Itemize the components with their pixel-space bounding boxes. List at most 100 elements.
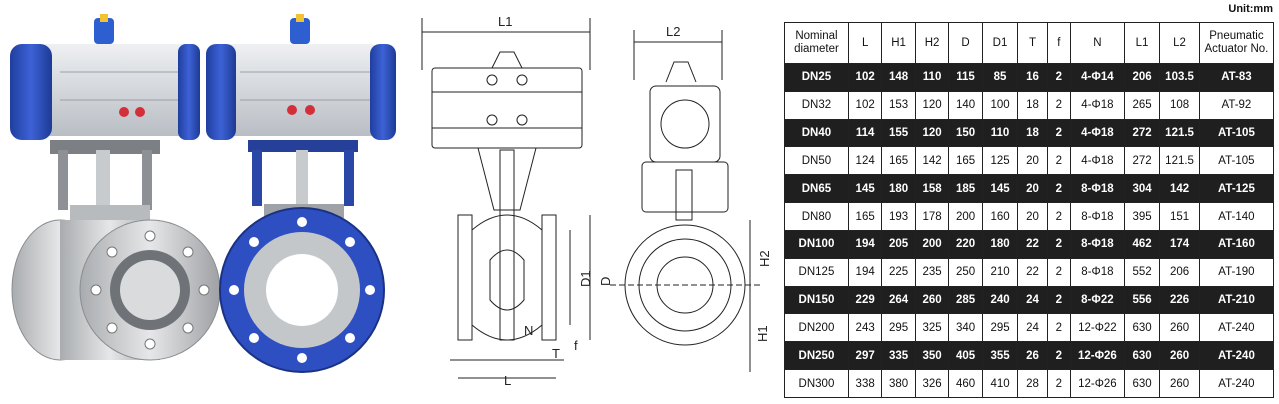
table-cell: 229 (847, 285, 883, 315)
table-cell: 85 (981, 63, 1019, 92)
dim-label-n: N (524, 323, 533, 338)
table-cell: 8-Φ22 (1070, 285, 1125, 315)
table-cell: 380 (881, 369, 916, 398)
table-cell: 115 (948, 63, 983, 92)
table-cell: 2 (1046, 146, 1072, 176)
dim-label-h1: H1 (755, 325, 770, 342)
table-cell: 335 (881, 341, 916, 371)
table-cell: 16 (1017, 63, 1048, 92)
dimension-drawing: L1 L D1 D N T f L2 (421, 14, 772, 388)
table-cell: 4-Φ18 (1070, 146, 1125, 176)
table-cell: 2 (1046, 174, 1072, 204)
unit-label: Unit:mm (1228, 3, 1273, 15)
table-cell: AT-210 (1198, 285, 1275, 315)
table-cell: 18 (1017, 90, 1048, 120)
table-cell: DN150 (784, 285, 849, 315)
table-cell: 2 (1046, 202, 1072, 231)
table-cell: DN25 (784, 63, 849, 92)
column-header: H1 (881, 22, 916, 64)
table-cell: 325 (914, 313, 950, 343)
table-cell: 142 (914, 146, 950, 176)
dim-label-f: f (574, 338, 578, 353)
table-cell: 12-Φ22 (1070, 313, 1125, 343)
table-cell: 103.5 (1159, 63, 1200, 92)
table-cell: 8-Φ18 (1070, 257, 1125, 287)
table-cell: 462 (1123, 229, 1161, 259)
table-cell: 22 (1017, 257, 1048, 287)
table-cell: 2 (1046, 118, 1072, 148)
table-cell: 225 (881, 257, 916, 287)
table-cell: 355 (981, 341, 1019, 371)
product-photo (10, 14, 396, 373)
table-cell: 405 (948, 341, 983, 371)
table-cell: 206 (1123, 63, 1161, 92)
table-cell: 120 (914, 90, 950, 120)
table-cell: 26 (1017, 341, 1048, 371)
table-cell: 194 (847, 257, 883, 287)
table-cell: 20 (1017, 146, 1048, 176)
table-cell: DN250 (784, 341, 849, 371)
table-cell: 295 (981, 313, 1019, 343)
table-cell: 140 (948, 90, 983, 120)
table-cell: 265 (1123, 90, 1161, 120)
table-cell: 297 (847, 341, 883, 371)
table-cell: 150 (948, 118, 983, 148)
table-cell: 8-Φ18 (1070, 202, 1125, 231)
column-header: N (1070, 22, 1125, 64)
table-cell: 630 (1123, 341, 1161, 371)
table-cell: 552 (1123, 257, 1161, 287)
table-cell: 304 (1123, 174, 1161, 204)
table-cell: 151 (1159, 202, 1200, 231)
table-cell: 200 (914, 229, 950, 259)
table-cell: 178 (914, 202, 950, 231)
table-cell: 220 (948, 229, 983, 259)
table-cell: 165 (881, 146, 916, 176)
table-cell: 260 (1159, 313, 1200, 343)
table-cell: 264 (881, 285, 916, 315)
table-cell: 260 (1159, 341, 1200, 371)
table-cell: 260 (914, 285, 950, 315)
table-cell: DN80 (784, 202, 849, 231)
table-cell: 206 (1159, 257, 1200, 287)
table-cell: 2 (1046, 90, 1072, 120)
table-cell: 226 (1159, 285, 1200, 315)
column-header: L (847, 22, 883, 64)
table-cell: 24 (1017, 313, 1048, 343)
table-cell: DN50 (784, 146, 849, 176)
table-cell: 121.5 (1159, 146, 1200, 176)
table-cell: 124 (847, 146, 883, 176)
table-cell: 4-Φ18 (1070, 90, 1125, 120)
table-cell: DN125 (784, 257, 849, 287)
column-header: T (1017, 22, 1048, 64)
table-cell: 121.5 (1159, 118, 1200, 148)
table-cell: AT-240 (1198, 313, 1275, 343)
table-cell: DN32 (784, 90, 849, 120)
table-cell: 20 (1017, 174, 1048, 204)
table-cell: 630 (1123, 369, 1161, 398)
dim-label-l2: L2 (666, 24, 680, 39)
table-cell: 120 (914, 118, 950, 148)
table-cell: 340 (948, 313, 983, 343)
table-cell: 24 (1017, 285, 1048, 315)
side-view: L2 H2 H1 (610, 24, 772, 372)
table-cell: DN300 (784, 369, 849, 398)
table-cell: 2 (1046, 341, 1072, 371)
table-cell: 142 (1159, 174, 1200, 204)
dim-label-d: D (598, 277, 613, 286)
column-header: L2 (1159, 22, 1200, 64)
table-cell: DN65 (784, 174, 849, 204)
table-cell: 240 (981, 285, 1019, 315)
table-cell: 2 (1046, 285, 1072, 315)
table-cell: 2 (1046, 313, 1072, 343)
front-view: L1 L D1 D N T f (421, 14, 613, 388)
table-cell: 260 (1159, 369, 1200, 398)
blue-valve-image (206, 14, 396, 373)
